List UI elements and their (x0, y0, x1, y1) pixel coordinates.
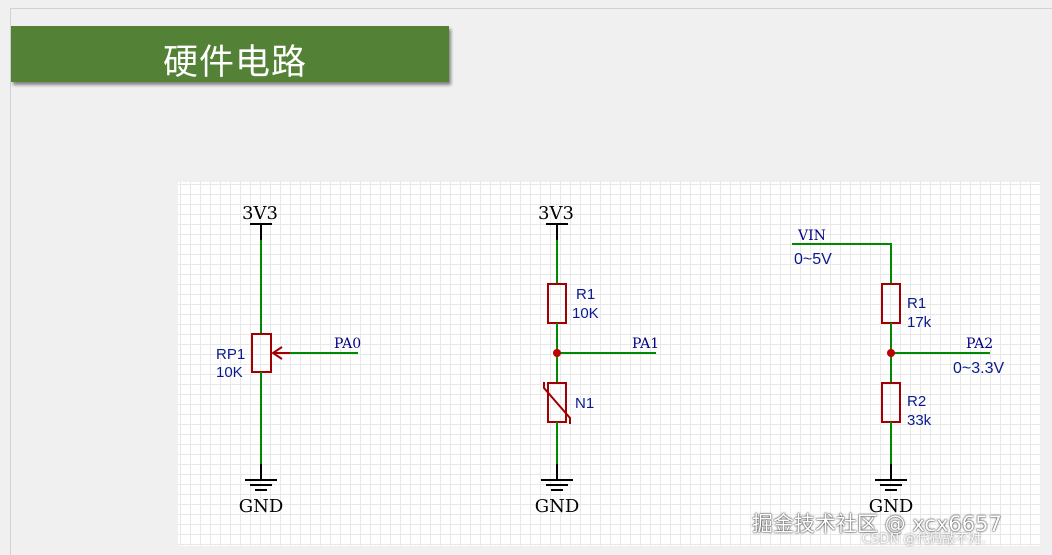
c3-resistor-r2 (881, 382, 901, 423)
c2-resistor-r1 (547, 283, 567, 324)
c3-net-label: PA2 (966, 336, 993, 352)
slide-title: 硬件电路 (163, 43, 308, 83)
c1-supply-label: 3V3 (242, 203, 278, 224)
c3-output-range: 0~3.3V (953, 360, 1004, 377)
schematic-canvas: 3V3 PA0 RP1 10K GND 3V3 R1 10K (178, 182, 1040, 546)
c2-r1-designator: R1 (576, 286, 595, 303)
c2-r1-value: 10K (572, 305, 599, 322)
c3-r2-value: 33k (907, 412, 932, 429)
c2-ground-label: GND (535, 496, 580, 517)
circuit-thermistor: 3V3 R1 10K PA1 N1 GND (535, 203, 659, 517)
c3-ground-label: GND (869, 496, 914, 517)
c2-thermistor-designator: N1 (575, 395, 594, 412)
c1-pot-value: 10K (216, 364, 243, 381)
c3-r1-value: 17k (907, 314, 932, 331)
c2-junction-dot (553, 349, 561, 357)
title-banner: 硬件电路 (11, 26, 449, 83)
c1-potentiometer-body (251, 333, 272, 373)
watermark-main: 掘金技术社区 @ xcx6657 (752, 512, 1002, 536)
c1-wiper-arrow (271, 346, 283, 360)
c3-resistor-r1 (881, 283, 901, 324)
c3-r2-designator: R2 (907, 393, 926, 410)
schematic-svg: 3V3 PA0 RP1 10K GND 3V3 R1 10K (216, 203, 1004, 517)
c2-supply-label: 3V3 (538, 203, 574, 224)
c1-pot-designator: RP1 (216, 346, 245, 363)
c3-input-label: VIN (797, 228, 826, 244)
circuit-potentiometer: 3V3 PA0 RP1 10K GND (216, 203, 361, 517)
c3-r1-designator: R1 (907, 295, 926, 312)
c1-net-label: PA0 (334, 336, 361, 352)
c1-ground-label: GND (239, 496, 284, 517)
c3-junction-dot (887, 349, 895, 357)
watermark-sub: CSDN @代码敲不对. (862, 532, 986, 547)
c2-thermistor-slash (543, 382, 571, 424)
c2-net-label: PA1 (632, 336, 659, 352)
circuit-voltage-divider: VIN 0~5V R1 17k PA2 0~3.3V R2 33k GND (792, 228, 1004, 517)
c3-input-range: 0~5V (794, 251, 832, 268)
